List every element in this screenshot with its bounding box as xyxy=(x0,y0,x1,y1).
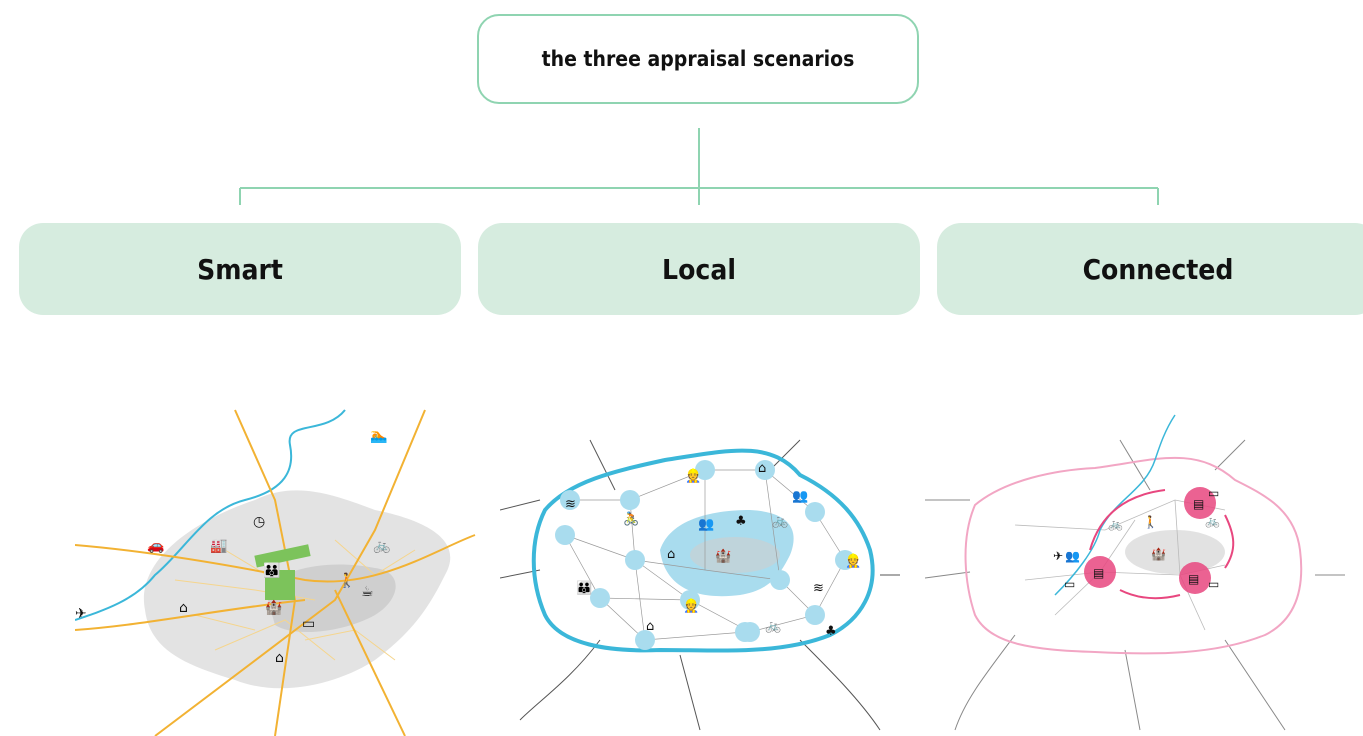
connected-map-graphic: ✈ 👥 ▭ 🚲 🚶 🏰 ▭ 🚲 ▭ ▤ ▤ ▤ xyxy=(925,414,1345,731)
walker-icon: 🚶 xyxy=(1143,515,1158,529)
factory-icon: 🏭 xyxy=(210,538,227,554)
walker-icon: 🚶 xyxy=(338,572,355,589)
wifi-icon: ≋ xyxy=(565,497,576,512)
root-node: the three appraisal scenarios xyxy=(477,14,919,104)
meeting-icon: 👥 xyxy=(792,489,808,504)
river xyxy=(1054,414,1176,596)
worker-icon-3: 👷 xyxy=(683,598,699,614)
scenario-smart: Smart xyxy=(19,223,461,315)
house-icon-2: ⌂ xyxy=(667,547,675,562)
plane-icon: ✈ xyxy=(75,606,87,622)
people-icon: 👥 xyxy=(1065,549,1080,563)
bicycle-icon-2: 🚲 xyxy=(765,619,781,634)
connected-boundary xyxy=(964,456,1303,655)
castle-icon: 🏰 xyxy=(715,548,731,564)
connected-scenario-map: ✈ 👥 ▭ 🚲 🚶 🏰 ▭ 🚲 ▭ ▤ ▤ ▤ xyxy=(925,400,1345,736)
scenario-connected: Connected xyxy=(937,223,1363,315)
network-nodes xyxy=(555,460,855,650)
worker-icon: 👷 xyxy=(685,468,701,484)
house-icon-2: ⌂ xyxy=(275,650,284,666)
wifi-icon-2: ≋ xyxy=(813,581,824,596)
city-centre xyxy=(690,537,780,573)
meeting-icon-2: 👥 xyxy=(698,517,714,532)
bicycle-icon: 🚲 xyxy=(373,538,390,554)
train-icon: ▭ xyxy=(1208,577,1219,591)
car-icon: 🚗 xyxy=(147,538,164,554)
cyclist-icon: 🚴 xyxy=(623,511,639,527)
plane-icon: ✈ xyxy=(1053,549,1063,563)
park-a xyxy=(254,544,311,568)
local-scenario-map: ≋ 🚴 ⌂ 👷 👥 👥 ♣ 🚲 ⌂ 🏰 👷 👪 ≋ 👷 ⌂ 🚲 ♣ xyxy=(500,400,910,736)
castle-icon: 🏰 xyxy=(1151,547,1166,561)
tree-icon-2: ♣ xyxy=(825,624,837,639)
local-boundary xyxy=(531,448,875,653)
swimmer-icon: 🏊 xyxy=(370,428,387,444)
bus-icon: ▭ xyxy=(302,616,315,632)
family-icon: 👪 xyxy=(576,580,592,596)
smart-scenario-map: ◷ 🚗 🚲 🚶 👪 🏰 ⌂ ⌂ ☕ ▭ 🏊 🏭 ✈ xyxy=(75,400,485,736)
clock-icon: ◷ xyxy=(253,514,265,530)
worker-icon-2: 👷 xyxy=(845,553,861,569)
castle-icon: 🏰 xyxy=(265,599,283,616)
hub-nodes xyxy=(1084,487,1216,594)
park-b xyxy=(265,570,295,600)
family-icon: 👪 xyxy=(263,562,280,579)
radial-roads xyxy=(925,439,1345,731)
house-icon-3: ⌂ xyxy=(646,619,654,634)
house-icon: ⌂ xyxy=(179,600,188,616)
bicycle-icon: 🚲 xyxy=(772,514,788,529)
smart-map-graphic: ◷ 🚗 🚲 🚶 👪 🏰 ⌂ ⌂ ☕ ▭ 🏊 🏭 ✈ xyxy=(75,409,476,736)
bus-icon: ▭ xyxy=(1064,577,1075,591)
bicycle-icon: 🚲 xyxy=(1108,517,1123,531)
hub-icon-2: ▤ xyxy=(1193,497,1204,511)
hub-icon-3: ▤ xyxy=(1188,572,1199,586)
hub-arrows xyxy=(1089,489,1235,600)
scenario-local: Local xyxy=(478,223,920,315)
hub-icon: ▤ xyxy=(1093,566,1104,580)
house-icon: ⌂ xyxy=(758,461,766,476)
bus-icon-2: ▭ xyxy=(1208,486,1219,500)
local-map-graphic: ≋ 🚴 ⌂ 👷 👥 👥 ♣ 🚲 ⌂ 🏰 👷 👪 ≋ 👷 ⌂ 🚲 ♣ xyxy=(500,439,900,731)
bicycle-icon-2: 🚲 xyxy=(1205,514,1220,528)
tree-connectors xyxy=(239,128,1159,205)
radial-roads xyxy=(500,439,900,731)
river xyxy=(75,409,346,621)
tree-icon: ♣ xyxy=(735,514,747,529)
city-centre xyxy=(265,564,396,633)
coffee-icon: ☕ xyxy=(361,584,374,600)
city-centre xyxy=(1125,530,1225,574)
